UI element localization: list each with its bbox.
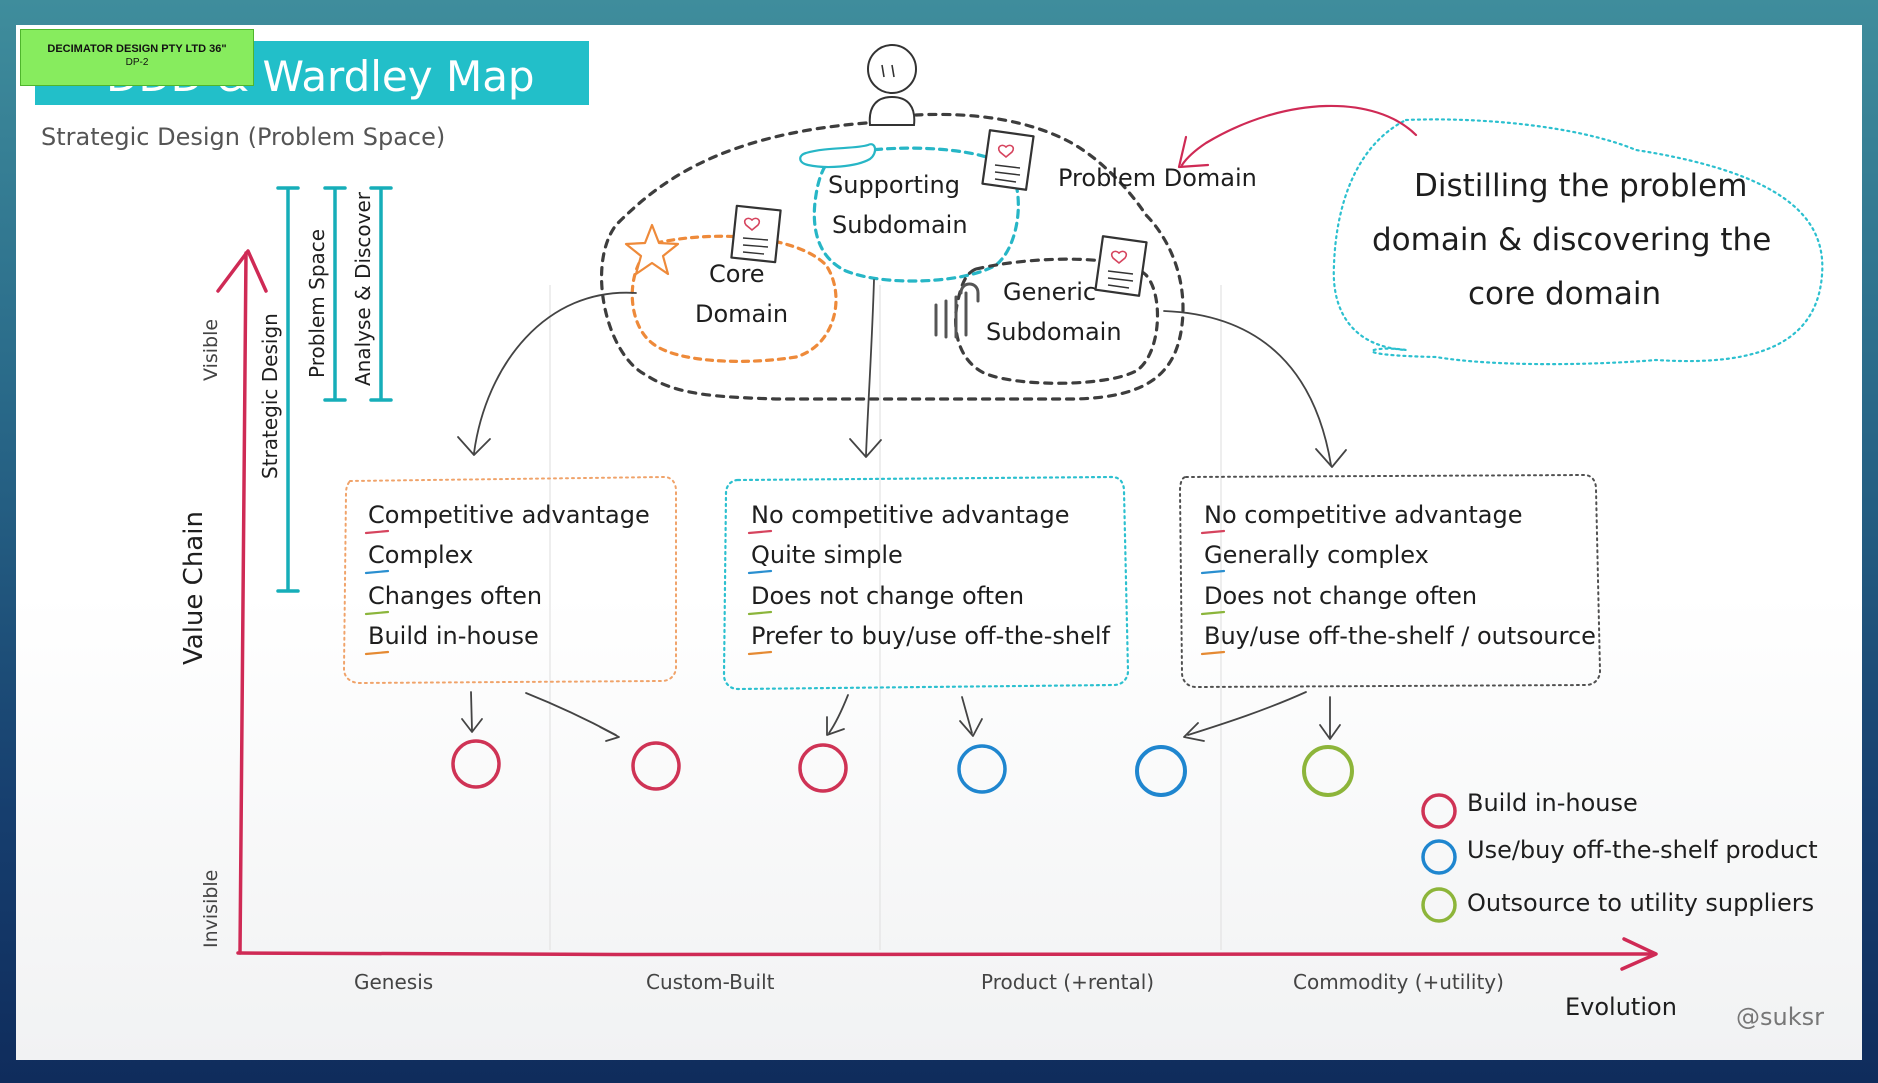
distilling-note-line-3: core domain: [1468, 276, 1661, 312]
distilling-note-line-1: Distilling the problem: [1414, 168, 1747, 204]
legend-build-label: Build in-house: [1467, 789, 1638, 817]
badge-company: DECIMATOR DESIGN PTY LTD 36": [47, 43, 227, 55]
generic-subdomain-label-2: Subdomain: [986, 318, 1122, 346]
marker-build-in-house: [451, 739, 501, 789]
stage-commodity: Commodity (+utility): [1293, 970, 1504, 994]
core-point-2: Complex: [368, 541, 473, 569]
arrow-core-to-box: [473, 291, 637, 454]
legend: Build in-house Use/buy off-the-shelf pro…: [1421, 789, 1818, 923]
x-axis: [236, 951, 1656, 958]
y-axis-bottom-label: Invisible: [200, 870, 222, 948]
bracket-label-analyse-discover: Analyse & Discover: [351, 191, 375, 386]
generic-subdomain-label-1: Generic: [1003, 278, 1096, 306]
core-point-1: Competitive advantage: [368, 501, 650, 529]
distilling-note-line-2: domain & discovering the: [1372, 222, 1771, 258]
generic-document-icon: [1094, 235, 1148, 297]
core-characteristics-box: Competitive advantage Complex Changes of…: [342, 475, 677, 685]
core-domain-label-2: Domain: [695, 300, 788, 328]
problem-domain-label: Problem Domain: [1058, 164, 1257, 192]
problem-domain-boundary: [600, 112, 1185, 401]
bracket-label-problem-space: Problem Space: [305, 229, 329, 378]
slide: DDD & Wardley Map Strategic Design (Prob…: [16, 25, 1862, 1060]
arrowhead-supporting: [849, 438, 882, 458]
stage-product: Product (+rental): [981, 970, 1154, 994]
bracket-analyse-discover: [369, 186, 393, 402]
distilling-note-cloud: [1332, 118, 1824, 366]
supporting-point-3: Does not change often: [751, 582, 1024, 610]
supporting-characteristics-box: No competitive advantage Quite simple Do…: [722, 475, 1130, 691]
generic-point-3: Does not change often: [1204, 582, 1477, 610]
core-domain-label-1: Core: [709, 260, 765, 288]
arrow-generic-marker-2: [1319, 696, 1341, 740]
arrow-generic-marker-1: [1183, 691, 1307, 742]
slide-subtitle: Strategic Design (Problem Space): [41, 123, 445, 151]
credit: @suksr: [1736, 1003, 1824, 1031]
generic-point-4: Buy/use off-the-shelf / outsource: [1204, 622, 1596, 650]
legend-outsource-label: Outsource to utility suppliers: [1467, 889, 1814, 917]
marker-outsource: [1302, 745, 1354, 797]
marker-off-the-shelf: [1135, 745, 1187, 797]
generic-point-1: No competitive advantage: [1204, 501, 1522, 529]
generic-point-2: Generally complex: [1204, 541, 1429, 569]
y-axis-top-label: Visible: [200, 319, 222, 381]
watermark-badge: DECIMATOR DESIGN PTY LTD 36" DP-2: [20, 29, 254, 86]
arrow-core-marker-2: [525, 692, 620, 742]
y-axis: [238, 251, 248, 955]
star-icon: [624, 223, 680, 276]
marker-off-the-shelf: [957, 744, 1007, 794]
note-arrowhead: [1177, 135, 1210, 169]
legend-buy-label: Use/buy off-the-shelf product: [1467, 836, 1818, 864]
legend-outsource-swatch: [1421, 887, 1457, 923]
arrowhead-generic: [1315, 448, 1347, 468]
core-point-4: Build in-house: [368, 622, 539, 650]
handshake-icon: [799, 143, 877, 169]
stage-custom-built: Custom-Built: [646, 970, 775, 994]
supporting-document-icon: [981, 129, 1035, 191]
y-axis-label: Value Chain: [179, 511, 209, 665]
supporting-point-1: No competitive advantage: [751, 501, 1069, 529]
arrowhead-core: [457, 436, 491, 456]
supporting-subdomain-label-2: Subdomain: [832, 211, 968, 239]
wardley-diagram: DDD & Wardley Map Strategic Design (Prob…: [35, 41, 1824, 1031]
arrow-supporting-marker-2: [959, 696, 983, 737]
arrow-supporting-to-box: [865, 279, 875, 456]
badge-code: DP-2: [125, 57, 149, 68]
user-icon: [867, 44, 917, 126]
arrow-core-marker-1: [461, 691, 483, 733]
bracket-strategic-design: [276, 186, 300, 593]
arrow-generic-to-box: [1163, 310, 1332, 466]
supporting-point-2: Quite simple: [751, 541, 903, 569]
bracket-label-strategic-design: Strategic Design: [258, 313, 282, 479]
core-document-icon: [730, 204, 782, 264]
note-arrow: [1180, 104, 1418, 167]
y-axis-arrowhead: [216, 249, 268, 293]
arrow-supporting-marker-1: [826, 694, 849, 736]
core-point-3: Changes often: [368, 582, 542, 610]
legend-build-swatch: [1421, 793, 1457, 829]
fist-icon: [934, 282, 980, 339]
x-axis-arrowhead: [1620, 937, 1658, 971]
bracket-problem-space: [323, 186, 347, 402]
x-axis-label: Evolution: [1565, 993, 1677, 1021]
supporting-point-4: Prefer to buy/use off-the-shelf: [751, 622, 1111, 650]
marker-build-in-house: [631, 741, 681, 791]
legend-buy-swatch: [1421, 839, 1457, 875]
supporting-subdomain-boundary: [812, 146, 1020, 283]
supporting-subdomain-label-1: Supporting: [828, 171, 960, 199]
marker-build-in-house: [798, 743, 848, 793]
generic-characteristics-box: No competitive advantage Generally compl…: [1178, 473, 1602, 689]
stage-genesis: Genesis: [354, 970, 433, 994]
